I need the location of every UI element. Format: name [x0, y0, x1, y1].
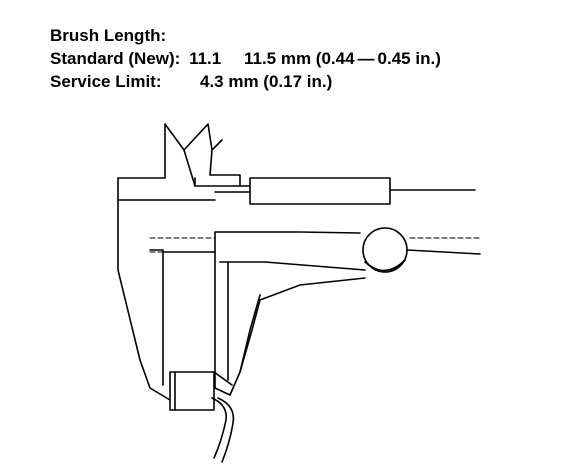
dashed-guides: [149, 237, 481, 253]
service-limit-value: 4.3 mm (0.17 in.): [200, 72, 333, 91]
standard-label: Standard (New):: [50, 49, 181, 68]
brush-length-spec: Brush Length: Standard (New): 11.1 11.5 …: [50, 24, 570, 93]
caliper-beam: [117, 123, 251, 201]
spec-heading: Brush Length:: [50, 24, 570, 47]
standard-max-value: 11.5 mm (0.44: [243, 49, 355, 68]
service-limit-line: Service Limit: 4.3 mm (0.17 in.): [50, 70, 570, 93]
standard-range-dash: —: [357, 49, 375, 68]
standard-max-inch: 0.45 in.): [377, 49, 441, 68]
lower-jaw-block: [169, 371, 233, 411]
brush-rectangle: [214, 177, 476, 205]
caliper-knob: [362, 227, 481, 273]
caliper-measuring-brush-icon: [0, 110, 576, 468]
standard-min-value: 11.1: [189, 49, 222, 68]
standard-spec-line: Standard (New): 11.1 11.5 mm (0.44—0.45 …: [50, 47, 570, 70]
caliper-body: [117, 199, 366, 406]
service-limit-label: Service Limit:: [50, 72, 162, 91]
brush-lead-wire: [211, 397, 235, 463]
spec-heading-text: Brush Length:: [50, 26, 167, 45]
